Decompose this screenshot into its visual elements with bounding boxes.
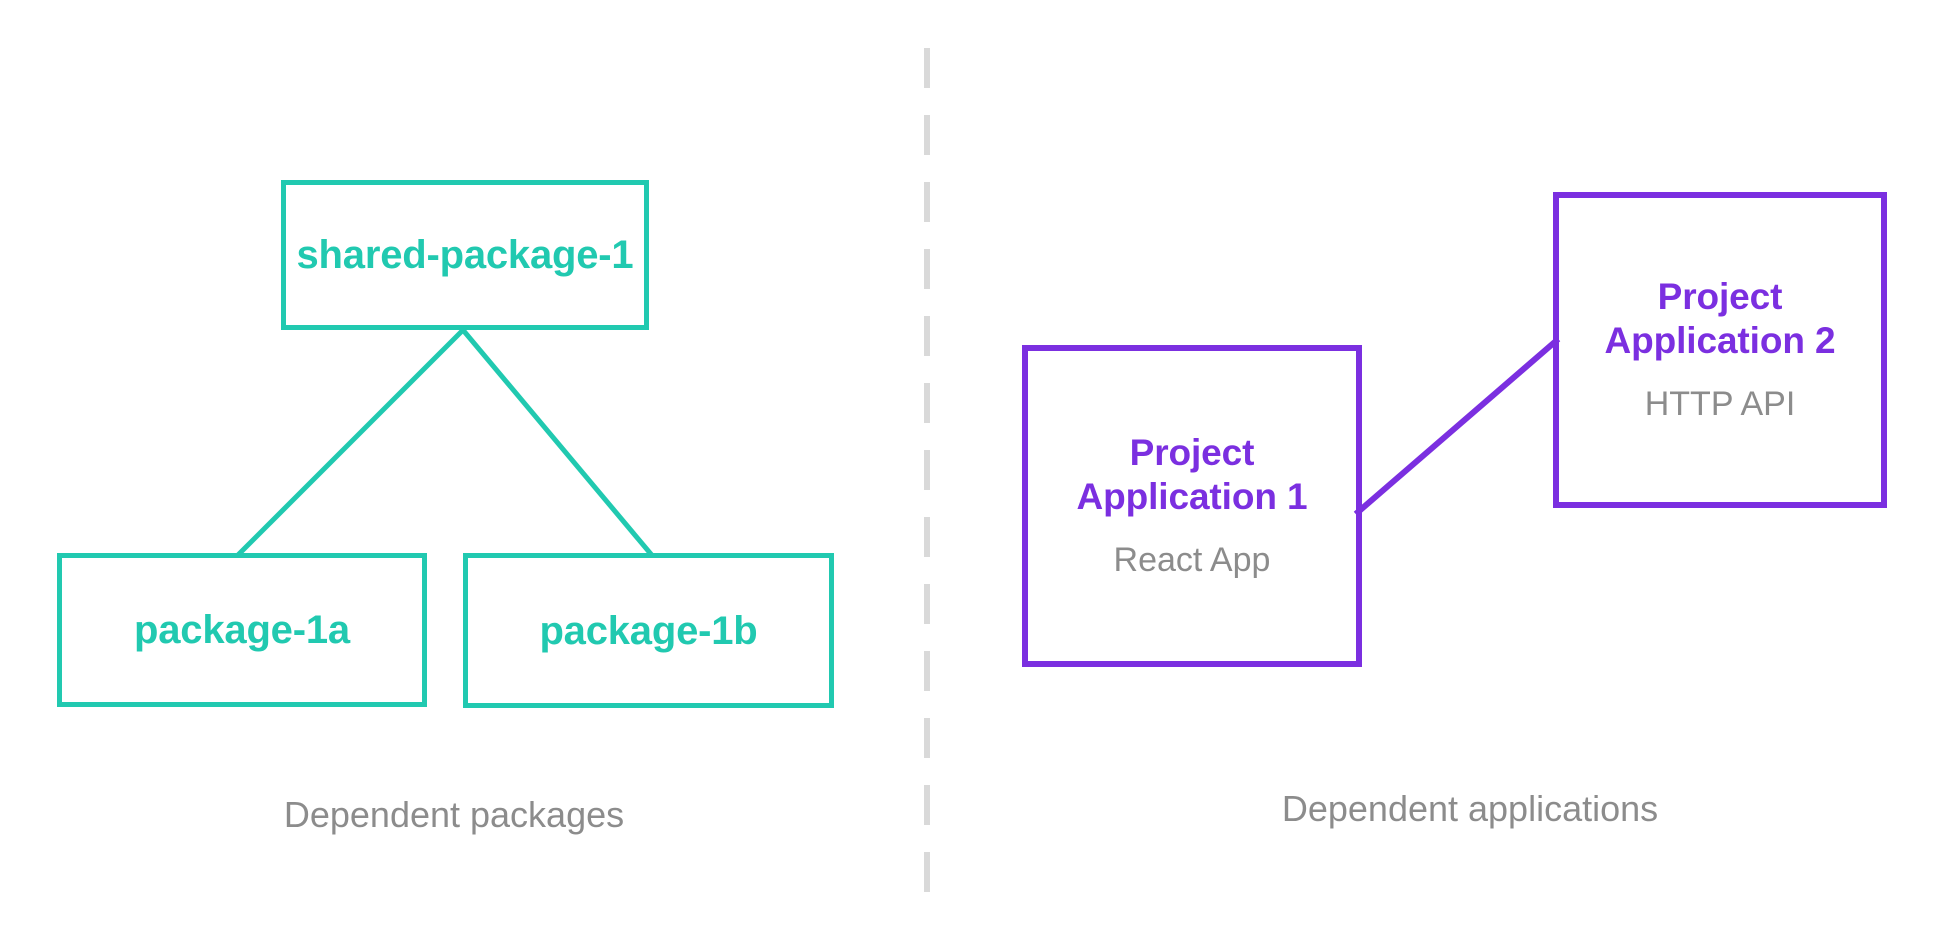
node-package-1a-label: package-1a: [134, 608, 350, 652]
node-project-application-2-title: Project Application 2: [1605, 275, 1836, 362]
edge-shared-package-1-to-package-1a: [236, 326, 467, 557]
node-project-application-1-title: Project Application 1: [1077, 431, 1308, 518]
node-package-1a[interactable]: package-1a: [57, 553, 427, 707]
node-project-application-1-title-line-1: Project: [1129, 431, 1255, 473]
node-project-application-2-subtitle: HTTP API: [1644, 385, 1796, 424]
node-shared-package-1[interactable]: shared-package-1: [281, 180, 649, 330]
node-package-1b[interactable]: package-1b: [463, 553, 834, 708]
edge-project-app-1-to-project-app-2: [1353, 336, 1561, 517]
node-project-application-1-title-line-2: Application 1: [1076, 475, 1308, 517]
node-project-application-2-title-line-1: Project: [1657, 275, 1783, 317]
node-project-application-1-subtitle: React App: [1113, 541, 1271, 580]
caption-dependent-applications: Dependent applications: [1281, 788, 1659, 829]
node-project-application-2[interactable]: Project Application 2 HTTP API: [1553, 192, 1887, 508]
node-project-application-2-title-line-2: Application 2: [1604, 319, 1836, 361]
node-project-application-1[interactable]: Project Application 1 React App: [1022, 345, 1362, 667]
edge-shared-package-1-to-package-1b: [459, 326, 654, 557]
caption-dependent-packages: Dependent packages: [283, 794, 625, 835]
node-shared-package-1-label: shared-package-1: [296, 233, 634, 277]
node-package-1b-label: package-1b: [539, 608, 758, 653]
